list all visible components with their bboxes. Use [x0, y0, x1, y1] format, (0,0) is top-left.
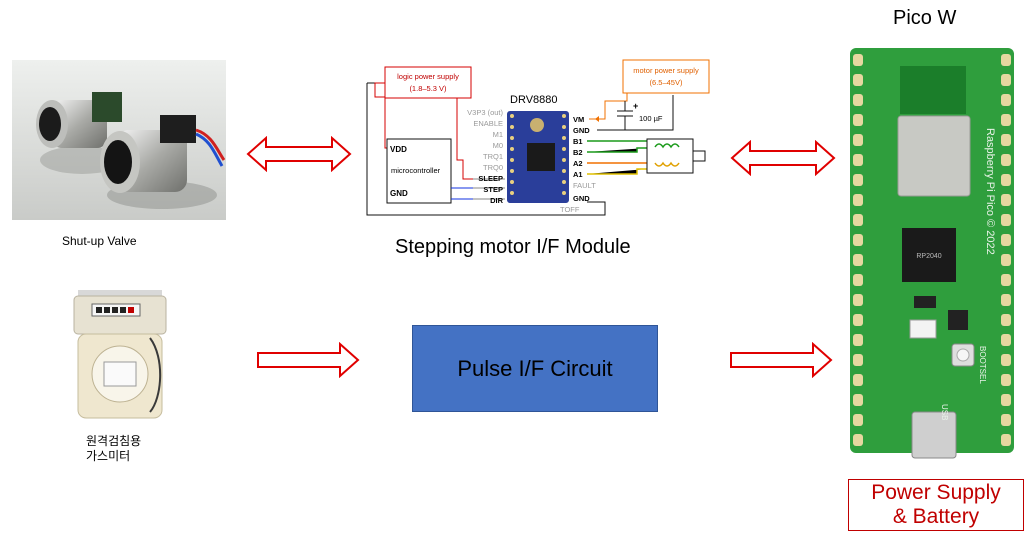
- pin-gnd-1: GND: [573, 126, 590, 135]
- power-supply-box: Power Supply & Battery: [848, 479, 1024, 531]
- right-arrow-icon: [730, 342, 833, 378]
- pin-b2: B2: [573, 148, 583, 157]
- stepper-driver-diagram: logic power supply (1.8–5.3 V) motor pow…: [366, 59, 710, 216]
- meter-caption: 원격검침용 가스미터: [86, 434, 141, 464]
- pin-v3p3: V3P3 (out): [467, 108, 503, 117]
- bootsel-text: BOOTSEL: [978, 346, 987, 384]
- usb-text: USB: [940, 404, 949, 420]
- gas-meter-image: [73, 290, 167, 419]
- chip-name: DRV8880: [510, 94, 558, 106]
- pin-enable: ENABLE: [473, 119, 503, 128]
- meter-caption-line1: 원격검침용: [86, 434, 142, 448]
- logic-supply-line2: (1.8–5.3 V): [409, 84, 447, 93]
- valve-caption: Shut-up Valve: [62, 234, 137, 248]
- pin-step: STEP: [483, 185, 503, 194]
- stepper-module-title: Stepping motor I/F Module: [395, 236, 631, 258]
- pulse-if-circuit-box: Pulse I/F Circuit: [412, 325, 658, 412]
- meter-caption-line2: 가스미터: [86, 449, 131, 463]
- power-line2: & Battery: [892, 505, 980, 528]
- pico-w-board-image: RP2040 Raspberry Pi Pico © 2022 BOOTSEL …: [850, 48, 1014, 459]
- pin-a1: A1: [573, 170, 583, 179]
- pin-trq0: TRQ0: [483, 163, 503, 172]
- pin-sleep: SLEEP: [478, 174, 503, 183]
- drv8880-board-image: [507, 111, 569, 203]
- pico-w-title: Pico W: [893, 7, 957, 29]
- pin-m0: M0: [493, 141, 503, 150]
- pin-dir: DIR: [490, 196, 504, 205]
- logic-supply-line1: logic power supply: [397, 72, 459, 81]
- pin-a2: A2: [573, 159, 583, 168]
- left-pin-labels: V3P3 (out) ENABLE M1 M0 TRQ1 TRQ0 SLEEP …: [467, 108, 503, 205]
- mcu-gnd: GND: [390, 189, 408, 198]
- pin-fault: FAULT: [573, 181, 596, 190]
- stepper-motor-icon: [646, 138, 706, 174]
- pin-trq1: TRQ1: [483, 152, 503, 161]
- double-arrow-icon: [246, 136, 352, 172]
- mcu-vdd: VDD: [390, 145, 407, 154]
- mcu-name: microcontroller: [391, 166, 441, 175]
- pin-b1: B1: [573, 137, 583, 146]
- toff-label: TOFF: [560, 205, 580, 214]
- pulse-if-label: Pulse I/F Circuit: [457, 355, 613, 381]
- right-pin-labels: VM GND B1 B2 A2 A1 FAULT GND: [573, 115, 596, 203]
- right-arrow-icon: [257, 342, 360, 378]
- motor-supply-line1: motor power supply: [633, 66, 699, 75]
- pin-m1: M1: [493, 130, 503, 139]
- shutoff-valve-image: [12, 60, 226, 220]
- rp2040-label: RP2040: [916, 253, 941, 260]
- power-line1: Power Supply: [871, 481, 1001, 504]
- pin-gnd-2: GND: [573, 194, 590, 203]
- capacitor-label: 100 µF: [639, 114, 663, 123]
- silk-main-text: Raspberry Pi Pico © 2022: [984, 128, 996, 255]
- pin-vm: VM: [573, 115, 584, 124]
- double-arrow-icon: [730, 140, 836, 176]
- cap-plus: +: [633, 101, 638, 111]
- motor-supply-line2: (6.5–45V): [650, 78, 683, 87]
